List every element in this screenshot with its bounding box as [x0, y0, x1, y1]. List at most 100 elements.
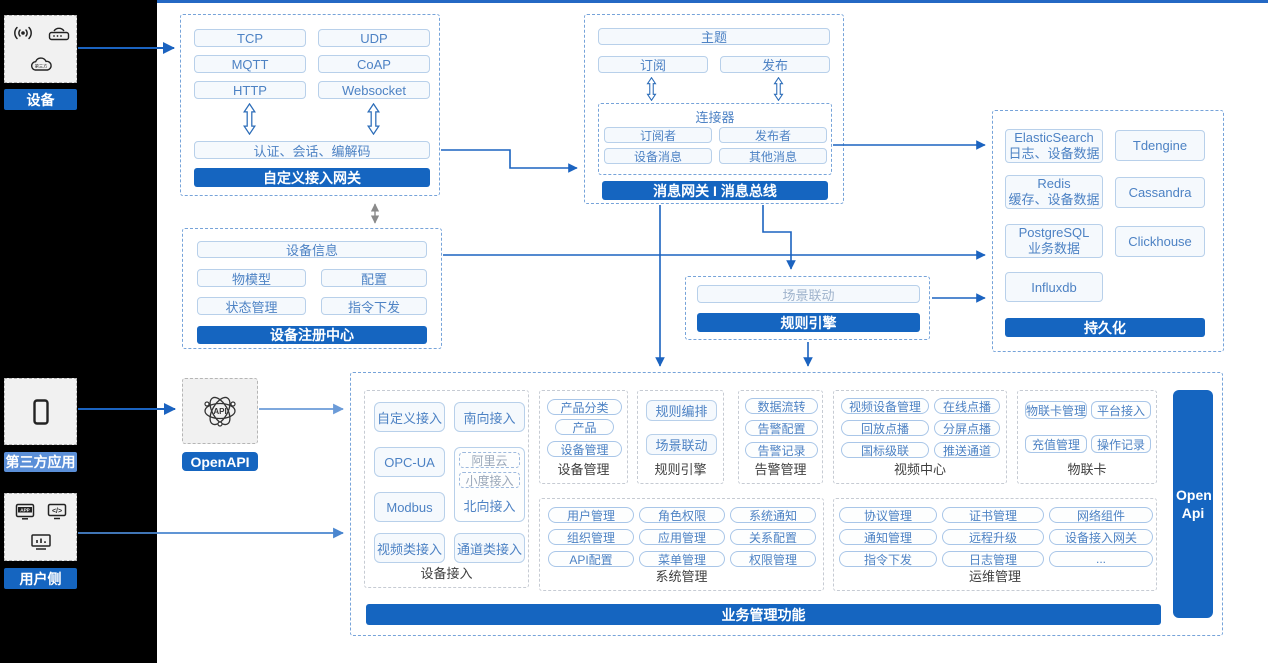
connector-pill: 发布者	[719, 127, 827, 143]
protocol-pill: Websocket	[318, 81, 430, 99]
phone-icon	[32, 398, 49, 425]
db-pill: ElasticSearch 日志、设备数据	[1005, 129, 1103, 163]
device-access-section: 自定义接入 南向接入 OPC-UA 阿里云 小度接入 北向接入 Modbus 视…	[364, 390, 529, 588]
db-pill: Clickhouse	[1115, 226, 1205, 257]
ops-pill: 通知管理	[839, 529, 937, 545]
protocol-pill: CoAP	[318, 55, 430, 73]
connector-pill: 其他消息	[719, 148, 827, 164]
video-pill: 视频设备管理	[841, 398, 929, 414]
device-registry-title: 设备注册中心	[197, 326, 427, 344]
third-party-text: 第三方应用	[5, 454, 76, 470]
device-source-label: 设备	[4, 89, 77, 110]
db-desc: 业务数据	[1027, 241, 1080, 256]
svg-text:第三方: 第三方	[34, 62, 47, 69]
db-pill: Redis 缓存、设备数据	[1005, 175, 1103, 209]
openapi-text: OpenAPI	[190, 453, 250, 470]
openapi-label: OpenAPI	[182, 452, 258, 471]
connector-pill: 订阅者	[604, 127, 712, 143]
alarm-section: 数据流转 告警配置 告警记录 告警管理	[738, 390, 823, 484]
north-access-label: 北向接入	[463, 499, 516, 514]
system-pill: 关系配置	[730, 529, 816, 545]
mgmt-pill: 设备管理	[547, 441, 622, 457]
alarm-pill: 告警记录	[745, 442, 818, 458]
video-section: 视频设备管理 在线点播 回放点播 分屏点播 国标级联 推送通道 视频中心	[833, 390, 1007, 484]
open-api-bar: Open Api	[1173, 390, 1213, 618]
iot-card-label: 物联卡	[1067, 462, 1107, 477]
db-name: PostgreSQL	[1018, 225, 1090, 241]
ops-pill: 网络组件	[1049, 507, 1153, 523]
open-api-text: Open Api	[1176, 486, 1212, 521]
system-pill: 用户管理	[548, 507, 634, 523]
alarm-pill: 数据流转	[745, 398, 818, 414]
north-access-item: 阿里云	[459, 452, 520, 468]
video-pill: 分屏点播	[934, 420, 1000, 436]
code-window-icon: </>	[47, 503, 66, 519]
ops-pill: 指令下发	[839, 551, 937, 567]
iot-pill: 平台接入	[1091, 401, 1151, 419]
db-desc: 日志、设备数据	[1008, 146, 1100, 161]
connector-grid: 订阅者 发布者 设备消息 其他消息	[604, 127, 827, 164]
business-title: 业务管理功能	[366, 604, 1161, 625]
device-registry-box: 设备信息 物模型 配置 状态管理 指令下发 设备注册中心	[182, 228, 442, 349]
device-source-box: 第三方	[4, 15, 77, 83]
protocol-pill: HTTP	[194, 81, 306, 99]
ops-pill: 协议管理	[839, 507, 937, 523]
system-pill: 角色权限	[639, 507, 725, 523]
ops-pill: 证书管理	[942, 507, 1044, 523]
db-name: Redis	[1037, 176, 1071, 192]
custom-gateway-box: TCP UDP MQTT CoAP HTTP Websocket 认证、会话、编…	[180, 14, 440, 196]
mgmt-pill: 产品	[555, 419, 614, 435]
message-gateway-title: 消息网关 I 消息总线	[602, 181, 828, 200]
updown-arrow-icon	[773, 77, 784, 101]
access-pill: Modbus	[374, 492, 445, 522]
chart-monitor-icon	[30, 534, 51, 550]
north-access-item: 小度接入	[459, 472, 520, 488]
video-pill: 国标级联	[841, 442, 929, 458]
rule-label: 规则引擎	[654, 462, 707, 477]
svg-text:</>: </>	[51, 508, 61, 515]
api-network-icon: API	[204, 396, 236, 427]
iot-card-section: 物联卡管理 平台接入 充值管理 操作记录 物联卡	[1017, 390, 1157, 484]
iot-pill: 充值管理	[1025, 435, 1087, 453]
svg-text:APP: APP	[20, 507, 29, 512]
ops-pill: 设备接入网关	[1049, 529, 1153, 545]
updown-arrow-icon	[646, 77, 657, 101]
device-access-label: 设备接入	[420, 566, 473, 581]
db-pill: PostgreSQL 业务数据	[1005, 224, 1103, 258]
ops-pill: ...	[1049, 551, 1153, 567]
system-section: 用户管理 角色权限 系统通知 组织管理 应用管理 关系配置 API配置 菜单管理…	[539, 498, 824, 591]
db-desc: 缓存、设备数据	[1008, 192, 1100, 207]
scene-linkage-pill: 场景联动	[697, 285, 920, 303]
ops-pill: 日志管理	[942, 551, 1044, 567]
device-source-text: 设备	[26, 91, 55, 108]
connector-pill: 设备消息	[604, 148, 712, 164]
system-pill: 应用管理	[639, 529, 725, 545]
system-pill: 组织管理	[548, 529, 634, 545]
db-pill: Influxdb	[1005, 272, 1103, 302]
rule-pill: 场景联动	[646, 434, 717, 455]
protocol-pill: MQTT	[194, 55, 306, 73]
ops-grid: 协议管理 证书管理 网络组件 通知管理 远程升级 设备接入网关 指令下发 日志管…	[839, 507, 1153, 567]
access-pill: 南向接入	[454, 402, 525, 432]
system-pill: 菜单管理	[639, 551, 725, 567]
rule-engine-box: 场景联动 规则引擎	[685, 276, 930, 340]
rule-section: 规则编排 场景联动 规则引擎	[637, 390, 724, 484]
wifi-signal-icon	[13, 27, 32, 40]
user-side-box: APP </>	[4, 493, 77, 561]
db-pill: Tdengine	[1115, 130, 1205, 161]
system-grid: 用户管理 角色权限 系统通知 组织管理 应用管理 关系配置 API配置 菜单管理…	[548, 507, 816, 567]
persistence-title: 持久化	[1005, 318, 1205, 337]
registry-pill: 指令下发	[321, 297, 427, 315]
device-mgmt-section: 产品分类 产品 设备管理 设备管理	[539, 390, 628, 484]
access-pill: 视频类接入	[374, 533, 445, 563]
top-border	[157, 0, 1268, 3]
app-window-icon: APP	[15, 503, 34, 520]
db-pill: Cassandra	[1115, 177, 1205, 208]
ops-pill: 远程升级	[942, 529, 1044, 545]
video-pill: 回放点播	[841, 420, 929, 436]
subscribe-pill: 订阅	[598, 56, 708, 73]
rule-engine-title: 规则引擎	[697, 313, 920, 332]
device-info-pill: 设备信息	[197, 241, 427, 258]
north-access-group: 阿里云 小度接入 北向接入	[454, 447, 525, 522]
mgmt-pill: 产品分类	[547, 399, 622, 415]
